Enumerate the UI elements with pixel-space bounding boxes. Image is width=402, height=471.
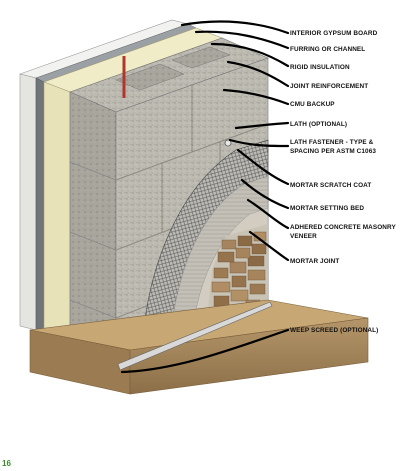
cmu-top <box>69 37 269 113</box>
label-lath-fastener-line2: SPACING PER ASTM C1063 <box>290 148 376 155</box>
footing <box>29 299 369 395</box>
label-interior-gypsum-board: INTERIOR GYPSUM BOARD <box>290 30 378 37</box>
rigid-insulation-layer <box>43 27 223 343</box>
label-weep-screed-optional: WEEP SCREED (OPTIONAL) <box>290 327 378 334</box>
label-joint-reinforcement: JOINT REINFORCEMENT <box>290 83 368 90</box>
lath-fastener <box>224 139 232 147</box>
gypsum-board-layer <box>18 19 190 331</box>
leader-lines <box>120 20 290 374</box>
label-furring-or-channel: FURRING OR CHANNEL <box>290 46 365 53</box>
callout-labels: INTERIOR GYPSUM BOARD FURRING OR CHANNEL… <box>290 30 396 334</box>
label-rigid-insulation: RIGID INSULATION <box>290 64 350 71</box>
weep-screed <box>117 301 273 371</box>
page-number: 16 <box>2 459 11 468</box>
label-cmu-backup: CMU BACKUP <box>290 101 335 108</box>
label-adhered-veneer-line1: ADHERED CONCRETE MASONRY <box>290 224 396 231</box>
label-mortar-setting-bed: MORTAR SETTING BED <box>290 205 364 212</box>
furring-layer <box>35 23 197 335</box>
label-mortar-joint: MORTAR JOINT <box>290 258 339 265</box>
label-lath-fastener-line1: LATH FASTENER - TYPE & <box>290 139 374 146</box>
label-lath-optional: LATH (OPTIONAL) <box>290 121 347 128</box>
label-mortar-scratch-coat: MORTAR SCRATCH COAT <box>290 182 371 189</box>
label-adhered-veneer-line2: VENEER <box>290 233 317 240</box>
